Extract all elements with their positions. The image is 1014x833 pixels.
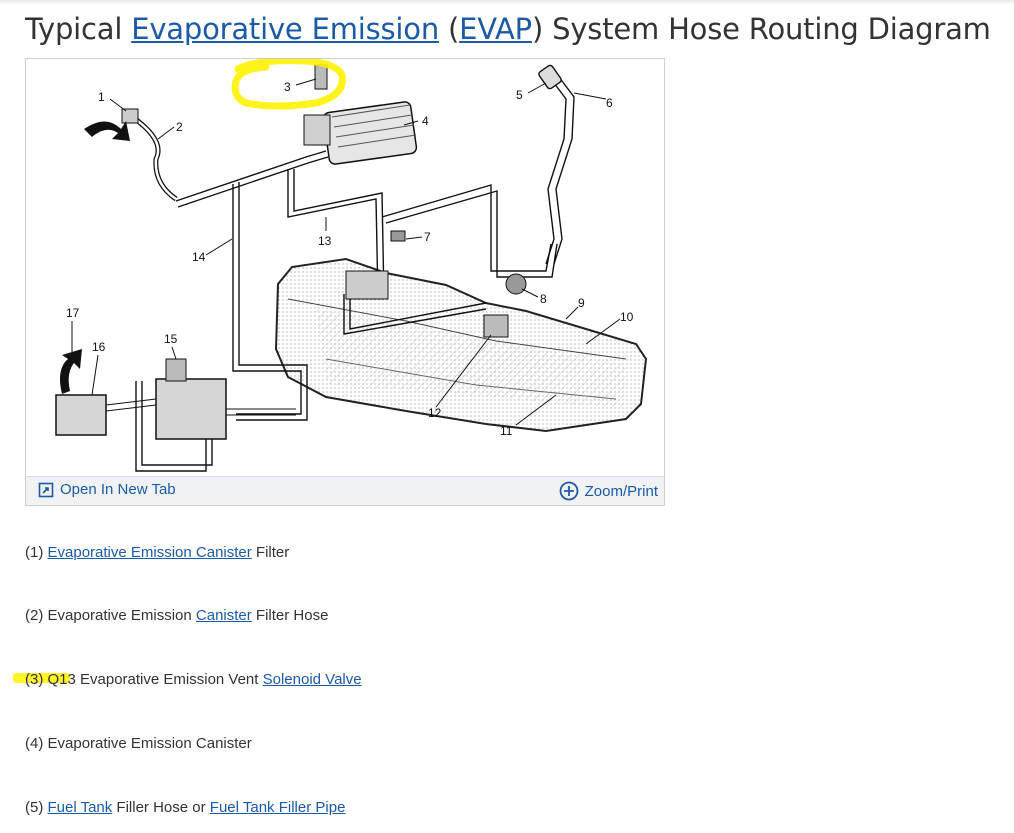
legend-item-4: (4) Evaporative Emission Canister: [25, 735, 252, 752]
callout-14: 14: [192, 250, 206, 264]
callout-13: 13: [318, 234, 332, 248]
evap-canister: [303, 101, 418, 165]
callout-16: 16: [92, 340, 106, 354]
arrow-icon: [60, 349, 82, 394]
connector-16: [55, 394, 157, 436]
callout-6: 6: [606, 96, 613, 110]
fuel-tank: [274, 257, 648, 433]
filter-hose: [126, 111, 178, 202]
zoom-plus-icon: [559, 481, 579, 501]
callout-10: 10: [620, 310, 634, 324]
callout-7: 7: [424, 230, 431, 244]
callout-3: 3: [284, 80, 291, 94]
filler-pipe: [538, 64, 575, 265]
evap-emission-link[interactable]: Evaporative Emission: [131, 12, 439, 46]
vapor-hose-lines: [135, 150, 558, 472]
legend-item-3: (3) Q13 Evaporative Emission Vent Soleno…: [25, 671, 362, 688]
top-divider: [0, 0, 1014, 5]
part-7: [390, 230, 406, 242]
callout-12: 12: [428, 406, 442, 420]
legend-item-2: (2) Evaporative Emission Canister Filter…: [25, 607, 329, 624]
zoom-print-label: Zoom/Print: [584, 482, 658, 500]
fuel-tank-link[interactable]: Fuel Tank: [47, 799, 113, 816]
callout-11: 11: [500, 424, 513, 438]
legend-item-1: (1) Evaporative Emission Canister Filter: [25, 544, 290, 561]
evap-routing-diagram[interactable]: 1 2 3 4 5 6 7 8 9 10 11 12 13 14 15 16 1…: [26, 59, 664, 477]
callout-2: 2: [176, 120, 183, 134]
callout-15: 15: [164, 332, 178, 346]
callout-labels: 1 2 3 4 5 6 7 8 9 10 11 12 13 14 15 16 1…: [66, 80, 634, 438]
part-12: [483, 314, 509, 338]
callout-9: 9: [578, 296, 585, 310]
open-in-new-tab-icon: [38, 482, 54, 498]
callout-5: 5: [516, 88, 523, 102]
evap-link[interactable]: EVAP: [459, 12, 532, 46]
callout-leaders: [71, 78, 621, 426]
canister-link[interactable]: Canister: [195, 607, 252, 624]
vent-solenoid-valve: [314, 64, 328, 90]
fuel-pump-module: [345, 270, 389, 300]
diagram-figure: 1 2 3 4 5 6 7 8 9 10 11 12 13 14 15 16 1…: [25, 58, 665, 506]
highlight-circle-annotation: [231, 59, 346, 110]
purge-valve: [155, 358, 296, 440]
callout-8: 8: [540, 292, 547, 306]
arrow-icon: [84, 121, 130, 141]
solenoid-valve-link[interactable]: Solenoid Valve: [262, 671, 362, 688]
callout-17: 17: [66, 306, 80, 320]
legend-item-5: (5) Fuel Tank Filler Hose or Fuel Tank F…: [25, 799, 346, 816]
fuel-tank-filler-pipe-link[interactable]: Fuel Tank Filler Pipe: [209, 799, 346, 816]
canister-filter: [121, 108, 139, 124]
figure-toolbar: Open In New Tab Zoom/Print: [26, 476, 664, 505]
highlighter-mark: [13, 673, 70, 683]
callout-4: 4: [422, 114, 429, 128]
evap-canister-link[interactable]: Evaporative Emission Canister: [47, 544, 252, 561]
page-title: Typical Evaporative Emission (EVAP) Syst…: [25, 12, 991, 46]
callout-1: 1: [98, 90, 105, 104]
part-8: [505, 273, 527, 295]
open-in-new-tab-label: Open In New Tab: [60, 481, 176, 498]
zoom-print-button[interactable]: Zoom/Print: [559, 481, 658, 501]
open-in-new-tab-button[interactable]: Open In New Tab: [38, 481, 176, 498]
